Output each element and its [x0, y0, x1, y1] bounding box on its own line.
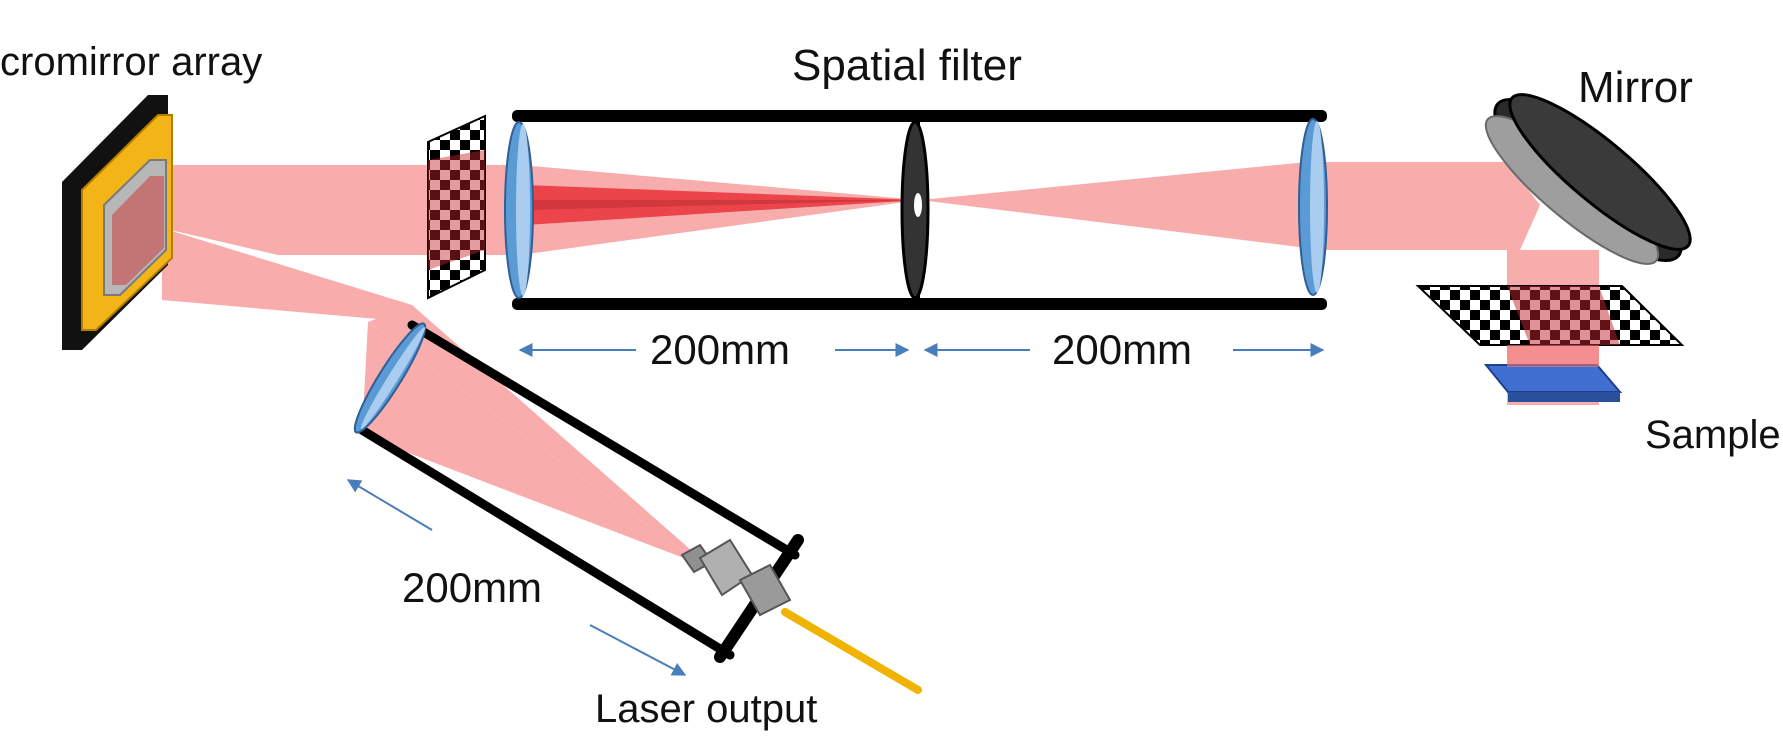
mirror-top — [1508, 93, 1692, 251]
mirror — [1484, 93, 1692, 265]
sample-pattern-overlay — [1507, 286, 1620, 345]
arrow-laser-up — [346, 479, 433, 531]
pattern-mask-icon — [427, 114, 486, 300]
filter-left-dimension: 200mm — [650, 326, 790, 373]
filter-right-dimension: 200mm — [1052, 326, 1192, 373]
beam-laser-cone — [368, 305, 702, 565]
micromirror-array-label: cromirror array — [0, 40, 262, 84]
fiber-connector — [680, 538, 792, 617]
beam-laser-to-dmd — [162, 228, 412, 322]
sample-slide — [1483, 345, 1623, 402]
fiber-body — [738, 563, 792, 617]
beam-core-converge-2 — [525, 200, 920, 210]
sample-label: Sample — [1645, 413, 1781, 457]
beam-diverge-cone — [920, 162, 1307, 248]
mirror-label: Mirror — [1578, 63, 1693, 112]
laser-output-label: Laser output — [595, 687, 817, 731]
beam-cores — [525, 185, 920, 225]
collimator-lower-wall — [357, 425, 735, 660]
filter-lens-2 — [1298, 118, 1328, 296]
collimator-lens — [353, 322, 427, 434]
laser-tube-dimension: 200mm — [402, 564, 542, 611]
laser-beam-paths — [162, 162, 1599, 565]
dimension-arrows — [346, 343, 1325, 676]
dmd-active-area — [112, 176, 164, 285]
beam-mirror-turn — [1505, 162, 1540, 250]
filter-lens-1 — [504, 121, 534, 299]
pinhole-aperture — [900, 120, 930, 300]
spatial-filter-label: Spatial filter — [792, 41, 1022, 90]
beam-filter-to-mirror — [1307, 162, 1507, 250]
pattern-mask-overlay — [428, 150, 485, 270]
spatial-filter-tube — [512, 110, 1327, 310]
micromirror-array — [62, 95, 173, 350]
collimator-upper-wall — [407, 320, 800, 560]
optical-fiber — [781, 608, 922, 694]
beam-laser-cone-lower — [362, 322, 702, 565]
arrow-laser-down — [589, 624, 687, 676]
